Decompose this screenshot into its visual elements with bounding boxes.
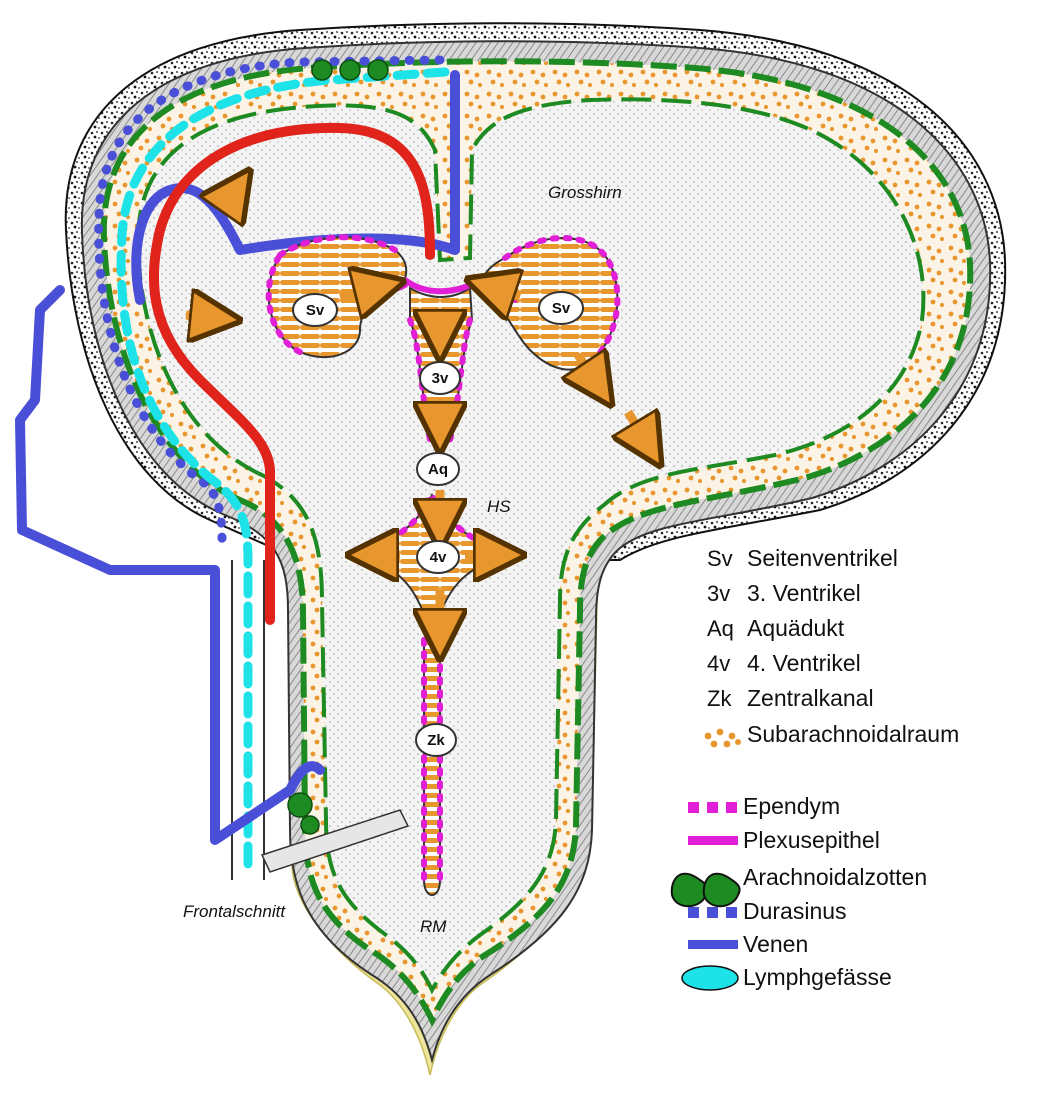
marker-aq-text: Aq bbox=[428, 461, 448, 478]
marker-sv-left: Sv bbox=[293, 294, 337, 326]
legend-durasinus-icon bbox=[688, 907, 737, 918]
marker-zk: Zk bbox=[416, 724, 456, 756]
legend-text-durasinus: Durasinus bbox=[743, 898, 847, 924]
marker-sv-left-text: Sv bbox=[306, 302, 325, 319]
marker-3v: 3v bbox=[420, 362, 460, 394]
marker-3v-text: 3v bbox=[432, 370, 449, 387]
legend-text-venen: Venen bbox=[743, 931, 808, 957]
legend-ependym-icon bbox=[688, 802, 737, 813]
abbreviation-legend: Sv Seitenventrikel 3v 3. Ventrikel Aq Aq… bbox=[705, 545, 960, 747]
label-rm: RM bbox=[420, 917, 447, 936]
marker-zk-text: Zk bbox=[427, 732, 445, 749]
legend-venen-icon bbox=[688, 940, 738, 949]
label-hs: HS bbox=[487, 497, 511, 516]
legend-text-zk: Zentralkanal bbox=[747, 685, 874, 711]
legend-abbr-4v: 4v bbox=[707, 651, 730, 676]
legend-lymph-icon bbox=[682, 966, 738, 990]
legend-plexus-icon bbox=[688, 836, 738, 845]
legend-text-aq: Aquädukt bbox=[747, 615, 845, 641]
marker-4v-text: 4v bbox=[430, 549, 447, 566]
legend-text-subarachnoidalraum: Subarachnoidalraum bbox=[747, 721, 959, 747]
legend-abbr-aq: Aq bbox=[707, 616, 734, 641]
legend-text-lymphgefaesse: Lymphgefässe bbox=[743, 964, 892, 990]
marker-sv-right: Sv bbox=[539, 292, 583, 324]
legend-orange-dots-icon bbox=[705, 729, 741, 748]
legend-text-4v: 4. Ventrikel bbox=[747, 650, 861, 676]
legend-abbr-sv: Sv bbox=[707, 546, 733, 571]
label-frontalschnitt: Frontalschnitt bbox=[183, 902, 286, 921]
legend-text-plexusepithel: Plexusepithel bbox=[743, 827, 880, 853]
legend-abbr-zk: Zk bbox=[707, 686, 732, 711]
arachnoidal-villi-top bbox=[312, 60, 388, 80]
label-grosshirn: Grosshirn bbox=[548, 183, 622, 202]
legend-text-ependym: Ependym bbox=[743, 793, 840, 819]
legend-text-sv: Seitenventrikel bbox=[747, 545, 898, 571]
legend-villi-icon bbox=[672, 874, 740, 906]
structure-legend: Ependym Plexusepithel Arachnoidalzotten … bbox=[672, 793, 927, 990]
marker-4v: 4v bbox=[417, 541, 459, 573]
marker-sv-right-text: Sv bbox=[552, 300, 571, 317]
legend-abbr-3v: 3v bbox=[707, 581, 730, 606]
marker-aq: Aq bbox=[417, 453, 459, 485]
legend-text-arachnoidalzotten: Arachnoidalzotten bbox=[743, 864, 927, 890]
legend-text-3v: 3. Ventrikel bbox=[747, 580, 861, 606]
